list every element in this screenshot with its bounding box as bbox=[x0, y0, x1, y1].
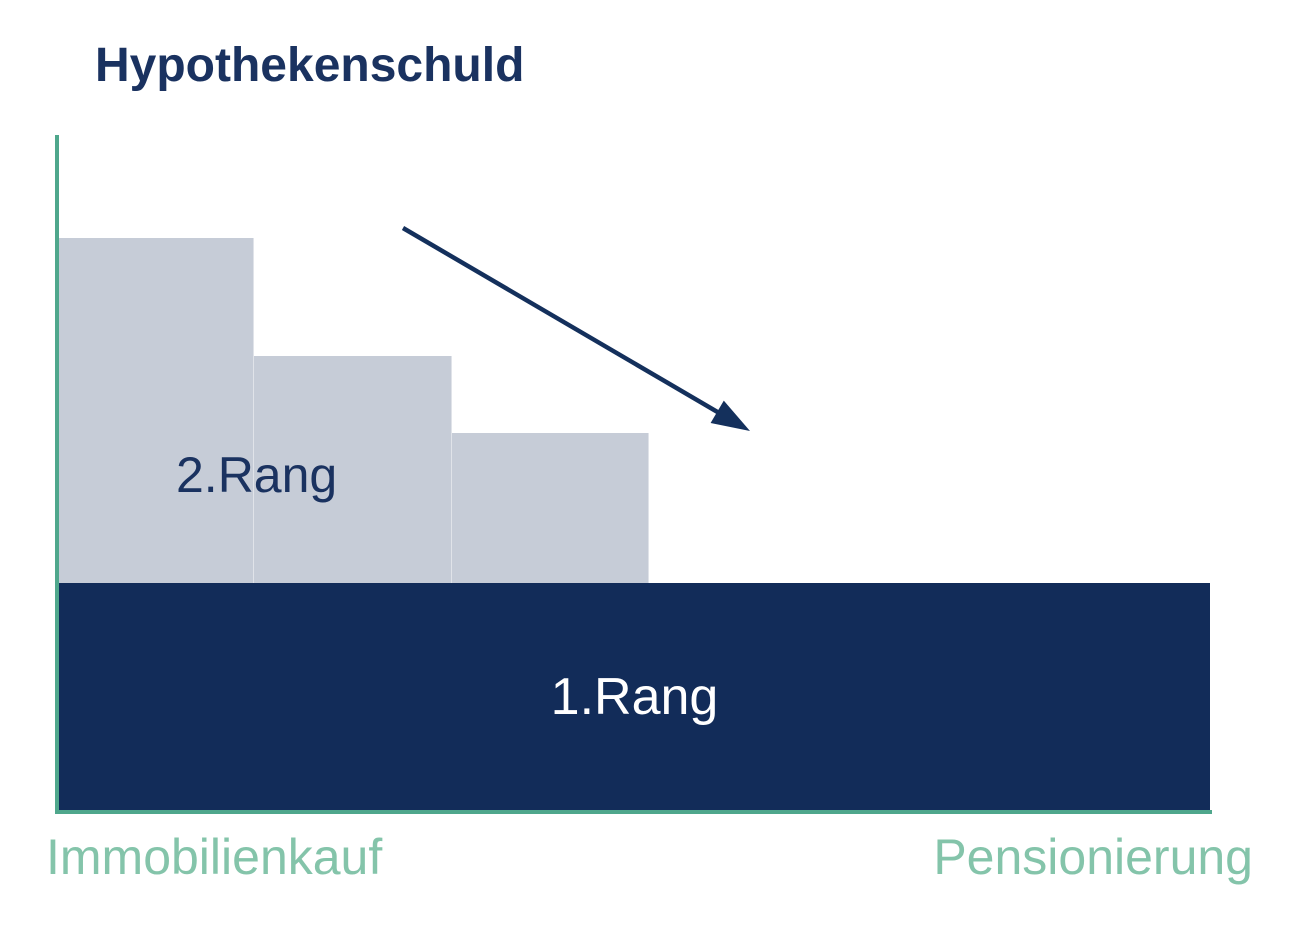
chart-title: Hypothekenschuld bbox=[95, 39, 525, 92]
x-axis-label-immobilienkauf: Immobilienkauf bbox=[46, 829, 383, 885]
second-rank-area-label: 2.Rang bbox=[176, 447, 338, 503]
x-axis-line bbox=[55, 810, 1212, 814]
first-rank-band: 1.Rang bbox=[59, 583, 1210, 810]
first-rank-area-label: 1.Rang bbox=[550, 667, 719, 726]
x-axis-label-pensionierung: Pensionierung bbox=[933, 829, 1253, 885]
y-axis-line bbox=[55, 135, 59, 814]
second-rank-step-rect bbox=[452, 433, 649, 583]
second-rank-step-rect bbox=[59, 238, 254, 583]
